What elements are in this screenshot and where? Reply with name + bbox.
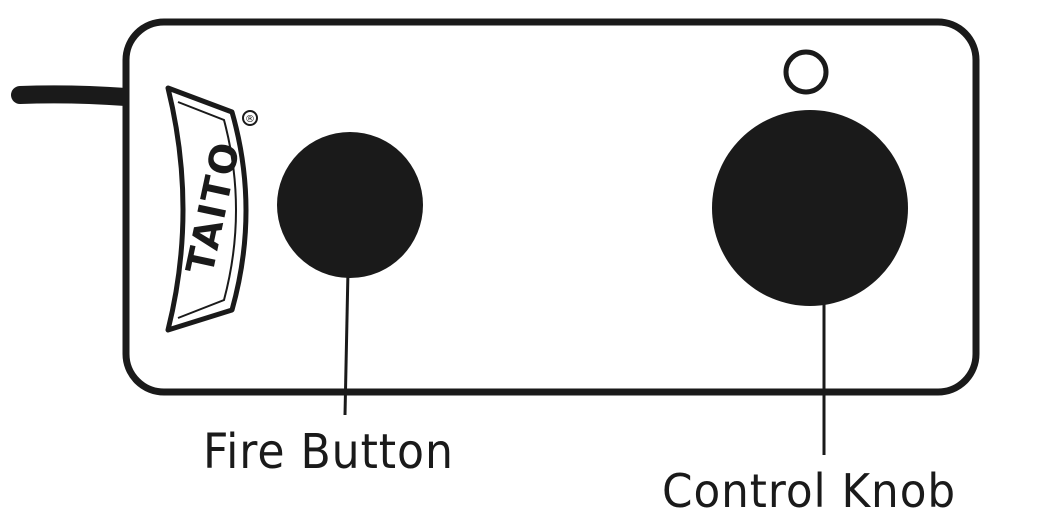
registered-mark: ® xyxy=(245,114,255,125)
control-knob[interactable] xyxy=(712,110,908,306)
control-knob-label: Control Knob xyxy=(662,468,956,514)
controller-cable xyxy=(20,94,126,97)
fire-button-label: Fire Button xyxy=(203,428,454,476)
fire-button[interactable] xyxy=(277,132,423,278)
indicator-light xyxy=(786,52,826,92)
